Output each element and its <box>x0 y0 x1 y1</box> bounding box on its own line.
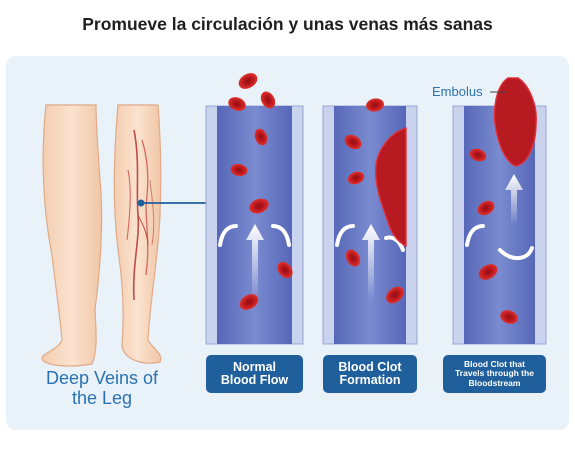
embolus-label: Embolus <box>432 84 483 99</box>
vein-clot-formation <box>322 105 418 345</box>
blood-clot <box>374 127 407 248</box>
pointer-line <box>137 199 207 207</box>
legs-label: Deep Veins of the Leg <box>45 368 159 408</box>
legs-illustration <box>41 104 162 367</box>
caption-blood-clot-formation: Blood Clot Formation <box>323 355 417 393</box>
blood-cells <box>228 73 518 324</box>
vein-normal-flow <box>205 105 304 345</box>
caption-normal-blood-flow: Normal Blood Flow <box>206 355 303 393</box>
caption-clot-travels: Blood Clot that Travels through the Bloo… <box>443 355 546 393</box>
vein-embolus <box>452 77 547 345</box>
page-title: Promueve la circulación y unas venas más… <box>82 14 493 34</box>
embolus-clot <box>493 77 537 167</box>
